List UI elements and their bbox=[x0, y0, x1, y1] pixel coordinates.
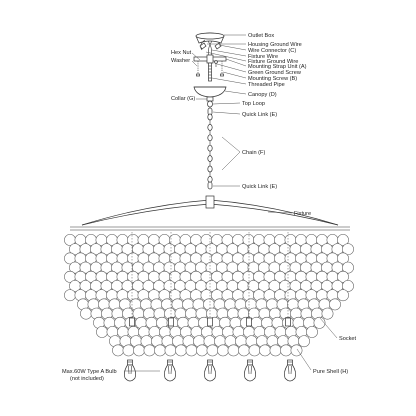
bulb-row bbox=[124, 359, 296, 382]
shell bbox=[96, 326, 108, 338]
label-pure-shell: Pure Shell (H) bbox=[313, 369, 348, 375]
shell bbox=[337, 252, 349, 265]
threaded-pipe bbox=[208, 62, 212, 82]
label-outlet-box: Outlet Box bbox=[248, 33, 274, 39]
shell bbox=[64, 289, 76, 302]
label-wire-connector: Wire Connector (C) bbox=[248, 48, 296, 54]
label-bulb-line1: Max.60W Type A Bulb bbox=[62, 369, 117, 375]
shell bbox=[185, 344, 198, 357]
shell bbox=[280, 344, 292, 357]
shell bbox=[217, 344, 229, 357]
chain-link bbox=[207, 144, 213, 152]
socket bbox=[129, 317, 135, 327]
mounting-screw bbox=[196, 61, 224, 77]
label-mounting-strap-unit: Mounting Strap Unit (A) bbox=[248, 64, 307, 70]
label-hex-nut: Hex Nut bbox=[171, 50, 192, 56]
label-housing-ground-wire: Housing Ground Wire bbox=[248, 42, 302, 48]
shell bbox=[313, 316, 326, 329]
label-socket: Socket bbox=[339, 336, 357, 342]
shell bbox=[298, 335, 310, 348]
shell bbox=[112, 344, 124, 357]
shell bbox=[269, 344, 282, 357]
label-canopy: Canopy (D) bbox=[248, 92, 277, 98]
shell bbox=[206, 344, 219, 357]
label-mounting-screw: Mounting Screw (B) bbox=[248, 76, 297, 82]
chain-link bbox=[207, 134, 213, 142]
fixture-frame bbox=[70, 195, 350, 231]
shell bbox=[122, 344, 135, 357]
shell bbox=[290, 344, 303, 357]
shell bbox=[337, 289, 349, 302]
label-quick-link-upper: Quick Link (E) bbox=[242, 112, 277, 118]
green-ground-screw bbox=[214, 60, 218, 67]
shell bbox=[164, 344, 177, 357]
shell bbox=[133, 344, 145, 357]
label-collar: Collar (G) bbox=[171, 96, 195, 102]
bulb bbox=[164, 359, 176, 382]
collar bbox=[206, 96, 214, 102]
chain-link bbox=[207, 176, 213, 183]
socket bbox=[207, 317, 213, 327]
callout-leaders bbox=[124, 34, 338, 372]
label-green-ground-screw: Green Ground Screw bbox=[248, 70, 302, 76]
bulb bbox=[244, 359, 256, 382]
label-washer: Washer bbox=[171, 58, 190, 64]
chain bbox=[207, 113, 213, 183]
shell bbox=[227, 344, 240, 357]
chain-link bbox=[207, 155, 213, 162]
shell bbox=[329, 298, 341, 311]
bulb bbox=[124, 359, 136, 382]
chain-link bbox=[207, 113, 213, 121]
label-chain: Chain (F) bbox=[242, 150, 265, 156]
shell bbox=[196, 344, 208, 357]
shell bbox=[175, 344, 187, 357]
shell bbox=[342, 280, 354, 292]
shell bbox=[306, 326, 318, 338]
shell bbox=[80, 307, 92, 320]
socket bbox=[168, 317, 174, 327]
shell bbox=[342, 243, 354, 256]
outlet-box bbox=[195, 32, 225, 44]
socket bbox=[246, 317, 252, 327]
shell bbox=[143, 344, 156, 357]
chain-link bbox=[207, 165, 213, 173]
shell bbox=[238, 344, 250, 357]
shell bbox=[248, 344, 261, 357]
quick-link-lower bbox=[207, 181, 213, 190]
bulb bbox=[284, 359, 296, 382]
socket bbox=[285, 317, 291, 327]
shell bbox=[337, 270, 349, 283]
label-top-loop: Top Loop bbox=[242, 101, 265, 107]
shell bbox=[154, 344, 166, 357]
chain-link bbox=[207, 124, 213, 131]
shell-cluster bbox=[64, 232, 354, 357]
top-loop bbox=[207, 100, 213, 108]
shell bbox=[259, 344, 271, 357]
bulb bbox=[204, 359, 216, 382]
shell bbox=[342, 261, 354, 274]
shell bbox=[337, 234, 349, 246]
label-bulb-line2: (not included) bbox=[70, 376, 104, 382]
label-threaded-pipe: Threaded Pipe bbox=[248, 82, 285, 88]
label-quick-link-lower: Quick Link (E) bbox=[242, 184, 277, 190]
label-fixture-wire: Fixture Wire bbox=[248, 54, 278, 60]
label-fixture-ground-wire: Fixture Ground Wire bbox=[248, 59, 298, 65]
label-fixture: Fixture bbox=[294, 211, 311, 217]
canopy bbox=[193, 86, 227, 98]
shell bbox=[321, 307, 334, 320]
